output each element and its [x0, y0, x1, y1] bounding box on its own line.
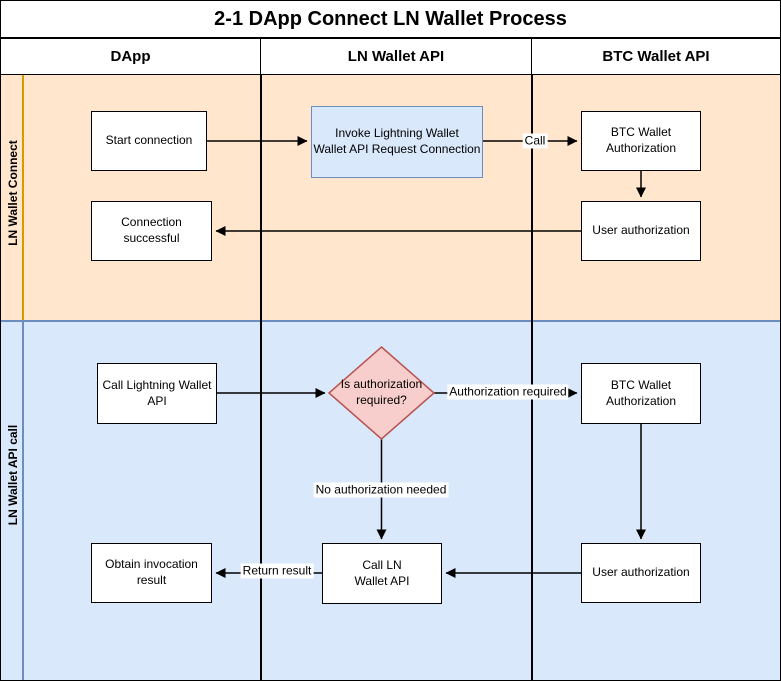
node-call-ln-wallet-api: Call LN Wallet API	[322, 543, 442, 604]
node-user-authorization-connect: User authorization	[581, 201, 701, 261]
lane-call-stripe-divider	[22, 322, 24, 680]
edge-label-no-authorization-needed: No authorization needed	[313, 482, 449, 498]
node-user-authorization-call: User authorization	[581, 543, 701, 603]
lane-label-ln-wallet-api-call: LN Wallet API call	[6, 424, 20, 526]
edge-label-return-result: Return result	[240, 563, 314, 579]
node-invoke-lightning-wallet: Invoke Lightning Wallet Wallet API Reque…	[311, 106, 483, 178]
column-header-btc-wallet-api: BTC Wallet API	[531, 38, 780, 75]
node-btc-wallet-authorization-call: BTC Wallet Authorization	[581, 363, 701, 424]
edge-label-authorization-required: Authorization required	[447, 384, 569, 400]
node-connection-successful: Connection successful	[91, 201, 212, 261]
lane-label-ln-wallet-connect: LN Wallet Connect	[6, 140, 20, 246]
diagram-title: 2-1 DApp Connect LN Wallet Process	[1, 1, 780, 38]
node-obtain-invocation-result: Obtain invocation result	[91, 543, 212, 603]
node-is-authorization-required: Is authorization required?	[340, 377, 423, 407]
node-start-connection: Start connection	[91, 111, 207, 171]
column-divider-2	[531, 75, 533, 680]
node-call-lightning-wallet-api: Call Lightning Wallet API	[97, 363, 217, 424]
node-btc-wallet-authorization-connect: BTC Wallet Authorization	[581, 111, 701, 171]
edge-label-call: Call	[522, 133, 548, 149]
column-divider-1	[260, 75, 262, 680]
column-header-ln-wallet-api: LN Wallet API	[260, 38, 532, 75]
column-header-dapp: DApp	[1, 38, 261, 75]
lane-connect-stripe-divider	[22, 75, 24, 320]
